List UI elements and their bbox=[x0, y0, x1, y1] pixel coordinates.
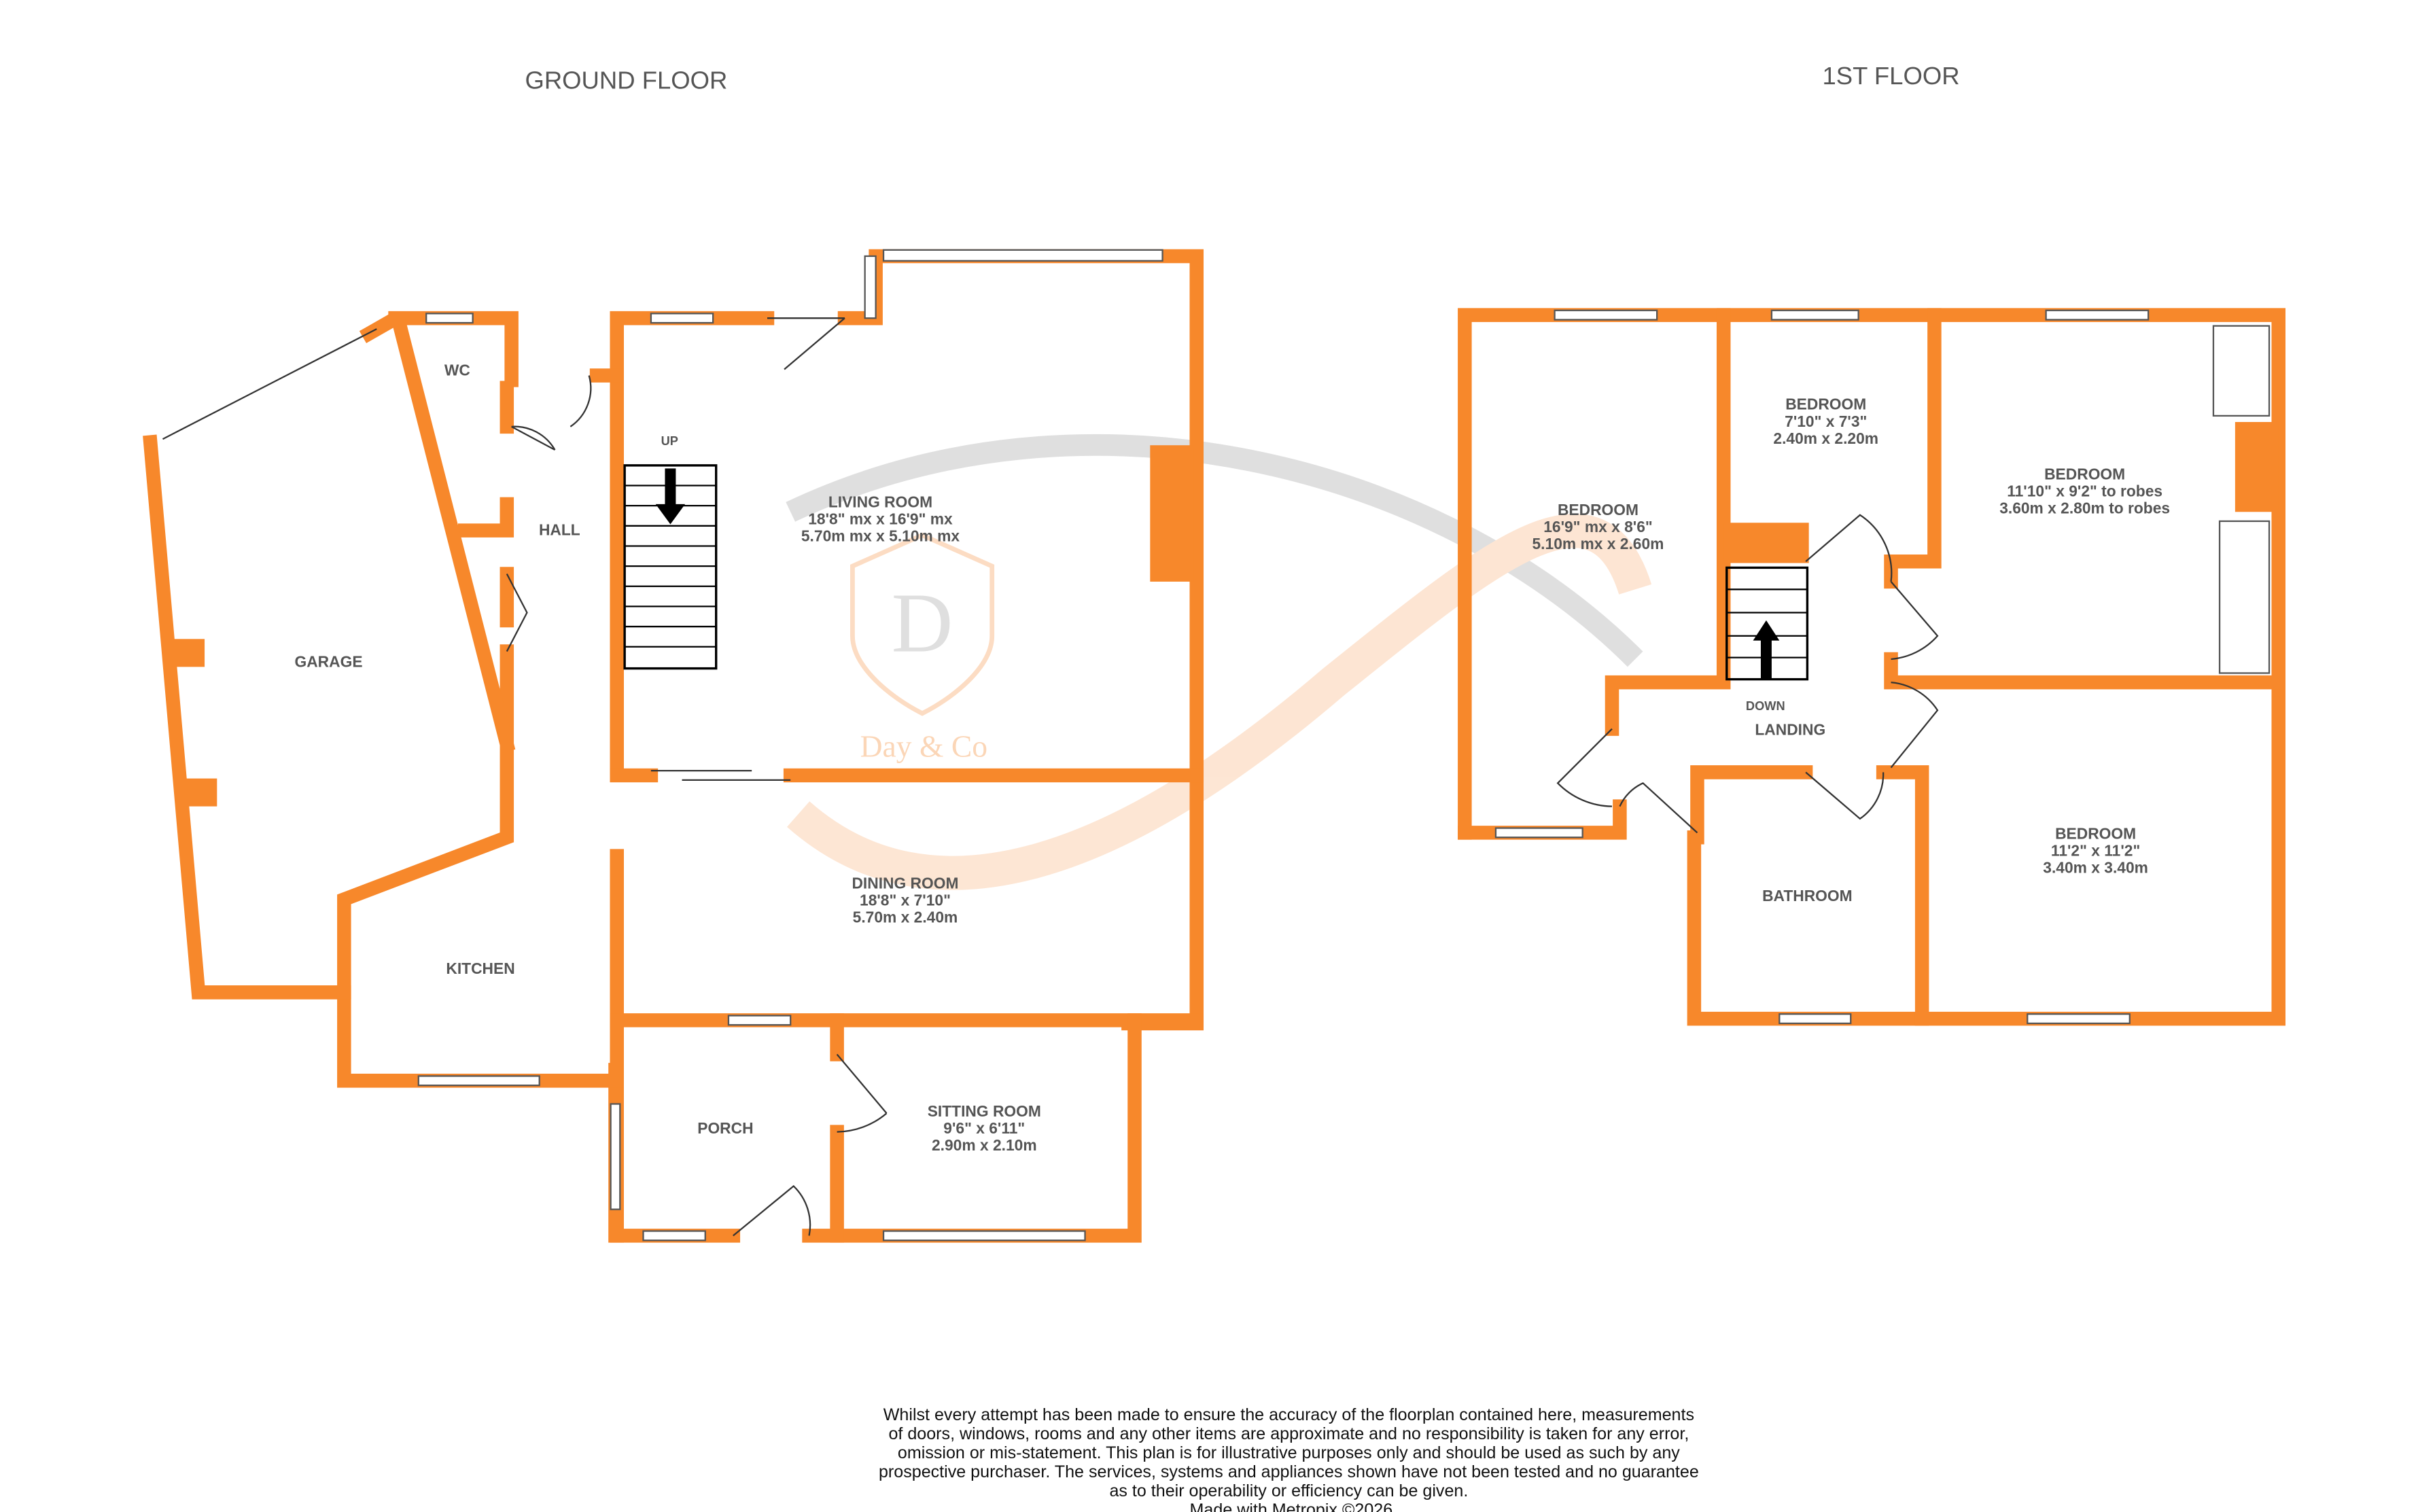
shield-logo-icon bbox=[850, 532, 995, 716]
room-kitchen: KITCHEN bbox=[446, 960, 514, 977]
ground-floor-walls bbox=[143, 249, 1204, 1243]
room-hall: HALL bbox=[539, 521, 580, 538]
watermark: D Day & Co bbox=[786, 434, 1652, 890]
room-landing: LANDING bbox=[1755, 721, 1825, 739]
disclaimer: Whilst every attempt has been made to en… bbox=[879, 1405, 1704, 1512]
watermark-brand: Day & Co bbox=[860, 729, 988, 764]
watermark-letter: D bbox=[892, 576, 953, 671]
first-floor-walls bbox=[1458, 308, 2285, 1026]
stairs-up-label: UP bbox=[661, 434, 678, 448]
stairs-up bbox=[623, 464, 718, 670]
room-porch: PORCH bbox=[697, 1119, 753, 1137]
room-bathroom: BATHROOM bbox=[1762, 887, 1853, 904]
room-garage: GARAGE bbox=[294, 652, 362, 670]
arrow-down-icon bbox=[655, 468, 686, 525]
first-floor-title: 1ST FLOOR bbox=[1822, 62, 1959, 90]
stairs-down bbox=[1725, 566, 1809, 681]
arrow-up-icon bbox=[1753, 620, 1780, 680]
stairs-down-label: DOWN bbox=[1746, 699, 1785, 713]
ground-floor-title: GROUND FLOOR bbox=[525, 67, 727, 94]
room-wc: WC bbox=[444, 362, 470, 379]
